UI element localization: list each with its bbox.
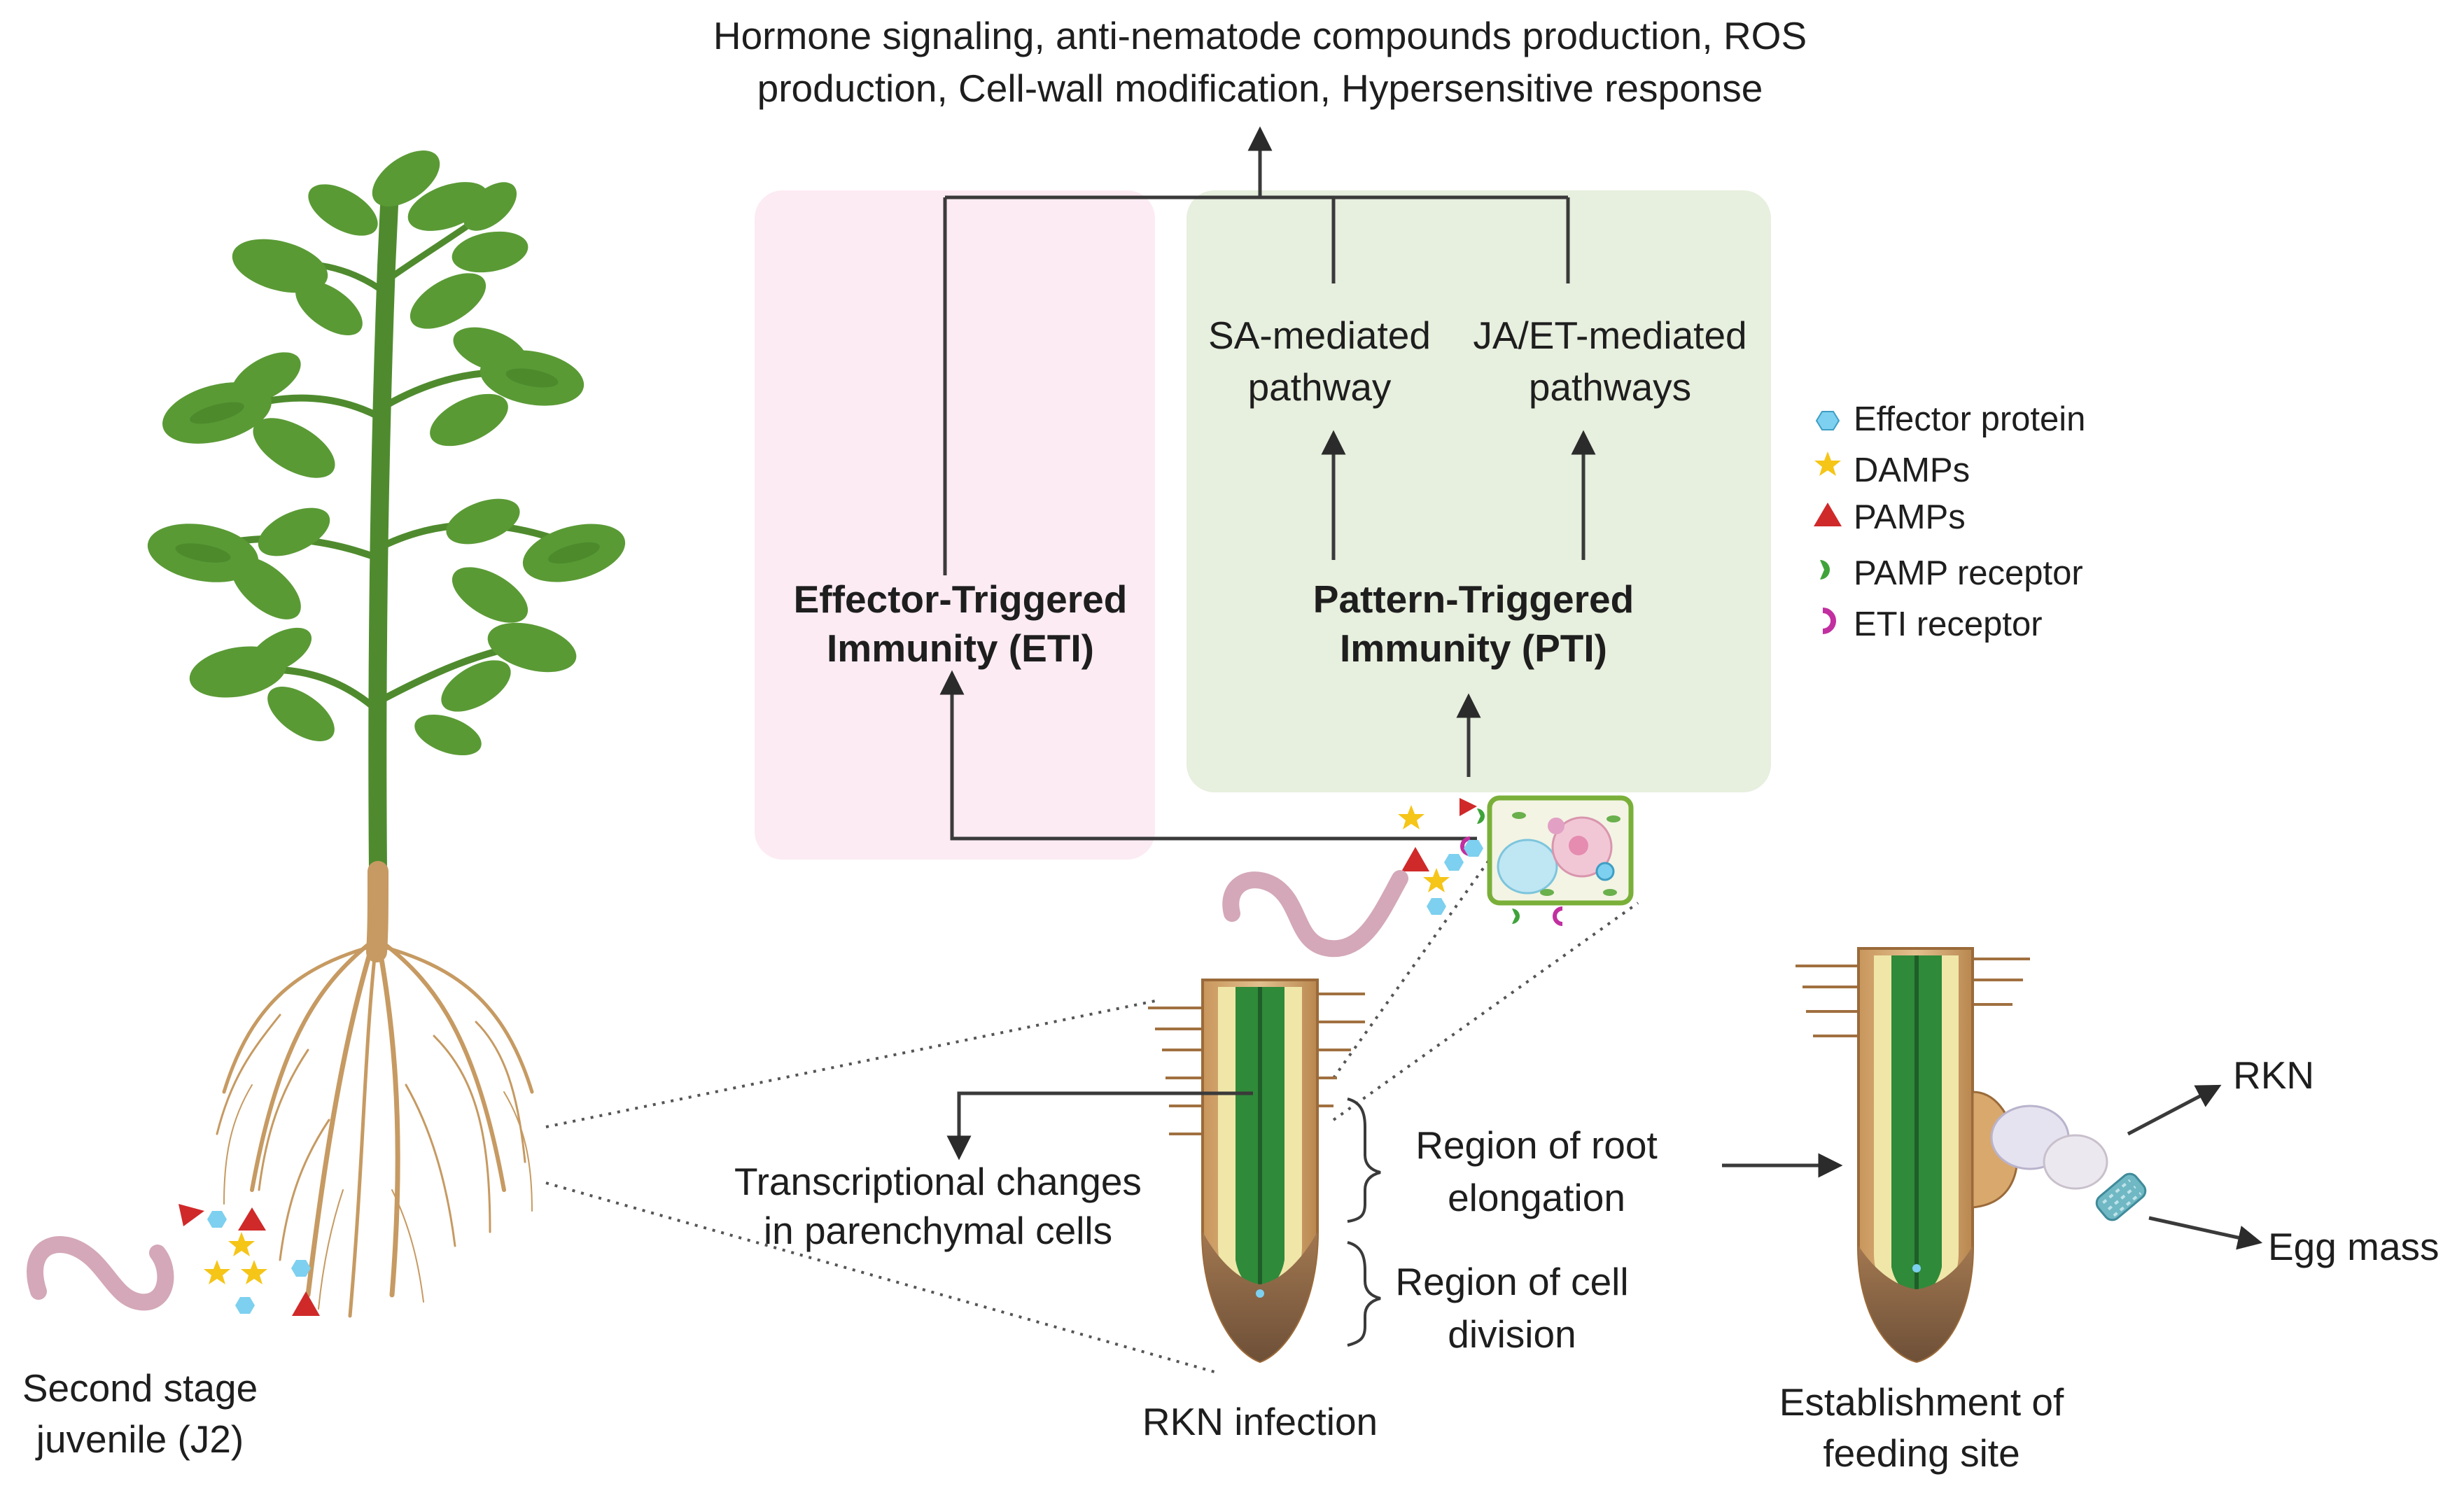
- transcriptional-line-2: in parenchymal cells: [764, 1209, 1112, 1252]
- plant-roots: [216, 861, 534, 1318]
- eti-label-line-2: Immunity (ETI): [827, 626, 1094, 670]
- feeding-site-line-1: Establishment of: [1779, 1380, 2064, 1424]
- ja-pathway-line-2: pathways: [1529, 365, 1691, 409]
- to-rkn-arrow: [2127, 1084, 2222, 1136]
- division-brace: [1347, 1241, 1381, 1347]
- sa-pathway-line-1: SA-mediated: [1208, 314, 1431, 357]
- feeding-site-line-2: feeding site: [1823, 1431, 2019, 1475]
- eti-box: [755, 190, 1155, 860]
- elongation-brace: [1347, 1098, 1381, 1223]
- rkn-infection-label: RKN infection: [1142, 1400, 1378, 1443]
- top-bracket: [943, 126, 1570, 575]
- pti-label-line-2: Immunity (PTI): [1340, 626, 1607, 670]
- pamp-icon: [1814, 503, 1842, 526]
- header-line-1: Hormone signaling, anti-nematode compoun…: [713, 14, 1807, 57]
- pamp-receptor-icon: [1820, 560, 1830, 580]
- tomato-plant-icon: [147, 150, 626, 872]
- legend: Effector protein DAMPs PAMPs PAMP recept…: [1814, 400, 2085, 643]
- legend-effector: Effector protein: [1854, 400, 2085, 438]
- cell-division-line-2: division: [1448, 1312, 1576, 1356]
- nematode-icon: [1222, 870, 1408, 958]
- sa-pathway-line-2: pathway: [1248, 365, 1392, 409]
- to-egg-mass-arrow: [2148, 1216, 2263, 1250]
- eti-label-line-1: Effector-Triggered: [794, 577, 1128, 621]
- damp-icon: [1814, 451, 1841, 476]
- header-line-2: production, Cell-wall modification, Hype…: [757, 66, 1763, 110]
- legend-eti-receptor: ETI receptor: [1854, 605, 2043, 643]
- cell-to-eti-arrow: [939, 670, 1477, 841]
- legend-damps: DAMPs: [1854, 451, 1970, 489]
- j2-molecules: [178, 1204, 320, 1316]
- rkn-label: RKN: [2233, 1053, 2314, 1097]
- transcriptional-arrow: [946, 1091, 1253, 1161]
- root-elongation-line-1: Region of root: [1415, 1123, 1658, 1167]
- ja-pathway-line-1: JA/ET-mediated: [1473, 314, 1746, 357]
- plant-cell-icon: [1398, 795, 1634, 926]
- feeding-site-root-icon: [1795, 947, 2147, 1364]
- j2-label-line-1: Second stage: [22, 1366, 258, 1410]
- j2-label-line-2: juvenile (J2): [35, 1417, 244, 1461]
- eti-receptor-icon: [1822, 608, 1836, 634]
- nematode-icon: [27, 1236, 174, 1311]
- legend-pamp-receptor: PAMP receptor: [1854, 554, 2083, 592]
- root-tip-icon: [1148, 979, 1365, 1364]
- pti-box: [1186, 190, 1771, 792]
- egg-mass-label: Egg mass: [2268, 1225, 2440, 1268]
- transcriptional-line-1: Transcriptional changes: [734, 1160, 1142, 1203]
- root-elongation-line-2: elongation: [1448, 1176, 1625, 1219]
- legend-pamps: PAMPs: [1854, 498, 1966, 536]
- zoom-lines: [545, 856, 1639, 1373]
- cell-division-line-1: Region of cell: [1395, 1260, 1628, 1303]
- pti-label-line-1: Pattern-Triggered: [1313, 577, 1634, 621]
- effector-icon: [1815, 411, 1840, 430]
